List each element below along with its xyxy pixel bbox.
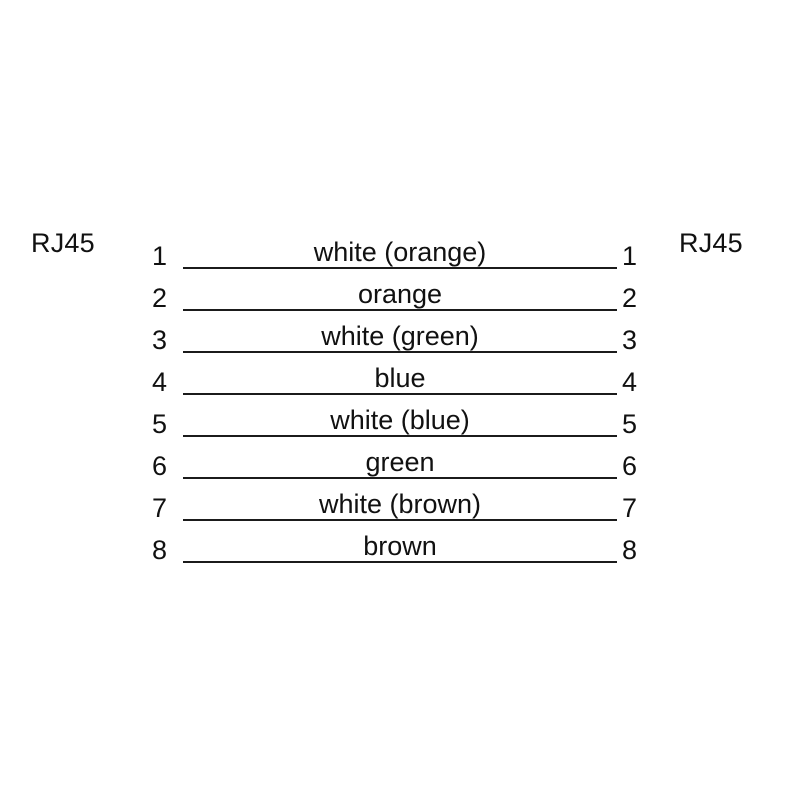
left-pin-number: 6: [152, 451, 168, 481]
right-pin-number: 1: [622, 241, 638, 271]
right-pin-number: 3: [622, 325, 638, 355]
left-pin-number: 3: [152, 325, 168, 355]
left-connector-label: RJ45: [31, 228, 95, 258]
wire-line: [183, 309, 617, 311]
wire-line: [183, 435, 617, 437]
left-pin-number: 1: [152, 241, 168, 271]
left-pin-number: 5: [152, 409, 168, 439]
right-pin-number: 7: [622, 493, 638, 523]
wire-line: [183, 393, 617, 395]
wire-color-label: white (green): [321, 321, 479, 351]
wire-color-label: brown: [363, 531, 437, 561]
wire-color-label: blue: [374, 363, 426, 393]
wire-color-label: white (brown): [318, 489, 482, 519]
wire-line: [183, 351, 617, 353]
right-pin-number: 8: [622, 535, 638, 565]
left-pin-number: 4: [152, 367, 168, 397]
left-pin-number: 8: [152, 535, 168, 565]
wire-line: [183, 561, 617, 563]
wire-line: [183, 519, 617, 521]
left-pin-number: 7: [152, 493, 168, 523]
wire-color-label: orange: [357, 279, 443, 309]
left-pin-number: 2: [152, 283, 168, 313]
wire-line: [183, 477, 617, 479]
right-pin-number: 2: [622, 283, 638, 313]
right-pin-number: 6: [622, 451, 638, 481]
wire-color-label: white (orange): [313, 237, 487, 267]
wire-color-label: green: [365, 447, 435, 477]
wire-line: [183, 267, 617, 269]
wire-color-label: white (blue): [330, 405, 470, 435]
right-pin-number: 5: [622, 409, 638, 439]
right-pin-number: 4: [622, 367, 638, 397]
right-connector-label: RJ45: [679, 228, 743, 258]
